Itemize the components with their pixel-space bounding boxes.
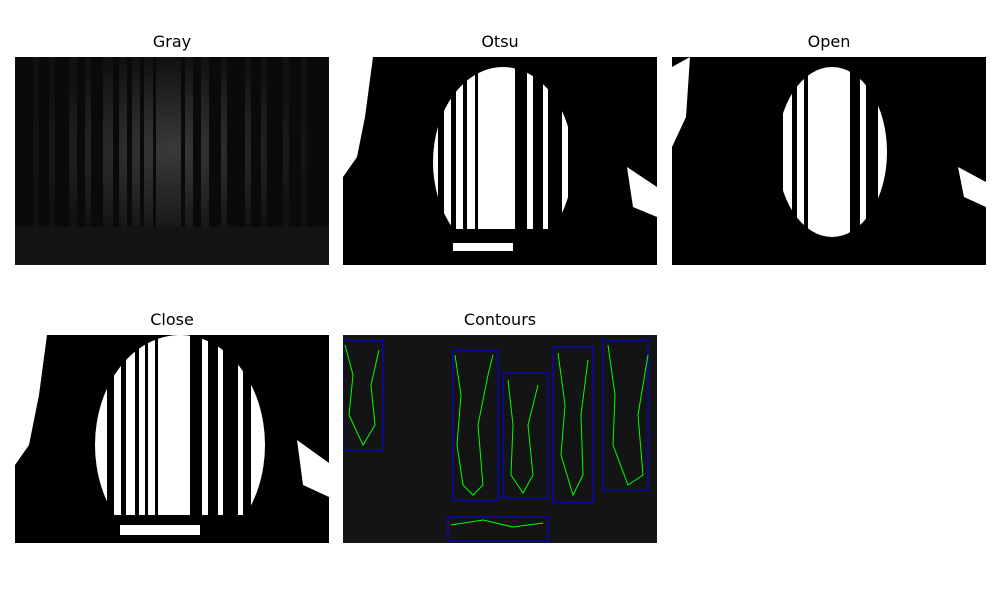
open-binary-image bbox=[672, 57, 986, 265]
contours-image-panel bbox=[343, 335, 657, 543]
close-image-panel bbox=[15, 335, 329, 543]
contours-overlay-image bbox=[343, 335, 657, 543]
gray-forest-image bbox=[15, 57, 329, 265]
panel-title-otsu: Otsu bbox=[481, 32, 519, 51]
panel-title-close: Close bbox=[150, 310, 194, 329]
close-binary-image bbox=[15, 335, 329, 543]
gray-image-panel bbox=[15, 57, 329, 265]
open-image-panel bbox=[672, 57, 986, 265]
panel-title-contours: Contours bbox=[463, 310, 537, 329]
otsu-image-panel bbox=[343, 57, 657, 265]
panel-title-gray: Gray bbox=[152, 32, 192, 51]
panel-title-open: Open bbox=[807, 32, 851, 51]
otsu-binary-image bbox=[343, 57, 657, 265]
